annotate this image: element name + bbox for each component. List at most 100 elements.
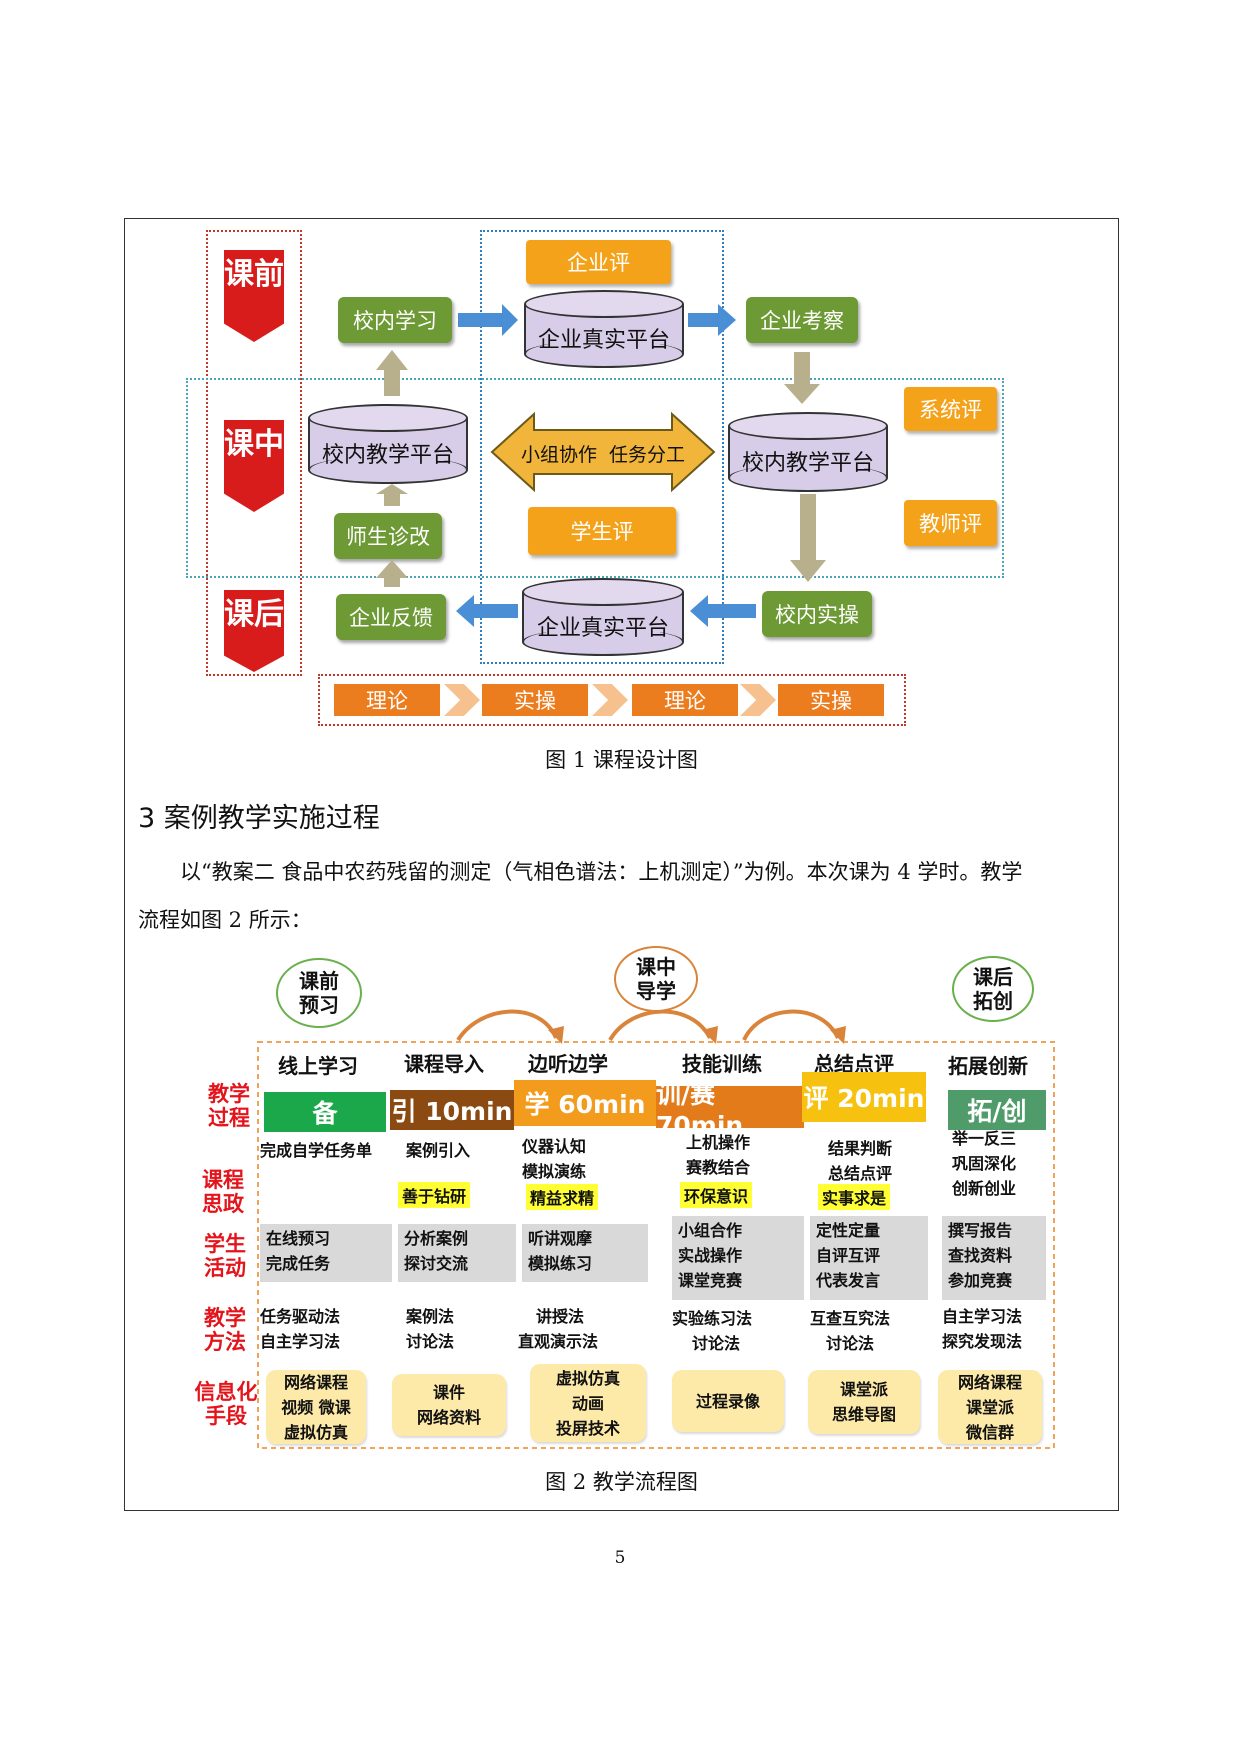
row-label-line: 学生 [204, 1232, 246, 1256]
method-text: 探究发现法 [942, 1332, 1023, 1351]
method-text: 讲授法 [536, 1307, 585, 1326]
circle-in-class: 课中导学 [614, 946, 698, 1012]
box-campus-practice: 校内实操 [762, 591, 872, 637]
arrow-right-2 [688, 304, 736, 336]
method-text: 自主学习法 [942, 1307, 1023, 1326]
phase-in-class: 课中 [224, 420, 284, 512]
politics-text: 举一反三 [952, 1129, 1017, 1148]
arrow-up-2 [376, 560, 408, 587]
info-text: 课堂派 [839, 1380, 888, 1399]
strip-theory-2: 理论 [632, 684, 738, 716]
info-text: 微信群 [965, 1422, 1014, 1442]
bar-review: 评 20min [802, 1072, 926, 1122]
activity-text: 听讲观摩 [528, 1229, 593, 1248]
info-text: 网络资料 [416, 1408, 481, 1427]
cylinder-label: 校内教学平台 [741, 451, 874, 476]
circle-post-class: 课后拓创 [952, 956, 1034, 1022]
phase-column-border [206, 230, 302, 676]
col-title: 线上学习 [278, 1054, 358, 1078]
politics-text: 赛教结合 [686, 1158, 751, 1177]
info-box: 虚拟仿真动画投屏技术 [530, 1364, 646, 1442]
row-label-politics: 课程思政 [198, 1168, 248, 1216]
col-title: 技能训练 [682, 1052, 762, 1076]
cylinder-enterprise-platform-top: 企业真实平台 [524, 290, 684, 368]
activity-box: 听讲观摩模拟练习 [522, 1224, 648, 1282]
activity-text: 课堂竞赛 [678, 1271, 743, 1290]
activity-text: 分析案例 [404, 1229, 469, 1248]
arrow-down-1 [784, 352, 820, 404]
method-text: 讨论法 [826, 1334, 875, 1353]
info-box: 课件网络资料 [392, 1374, 506, 1436]
figure1-caption: 图 1 课程设计图 [545, 748, 698, 772]
activity-text: 实战操作 [678, 1246, 743, 1265]
method-text: 案例法 [406, 1307, 455, 1326]
info-text: 视频 微课 [281, 1397, 351, 1417]
value-badge: 精益求精 [526, 1184, 599, 1210]
politics-text: 模拟演练 [522, 1162, 587, 1181]
activity-text: 撰写报告 [948, 1221, 1013, 1240]
eval-student: 学生评 [528, 507, 676, 555]
cylinder-label: 企业真实平台 [537, 328, 670, 353]
activity-box: 在线预习完成任务 [260, 1224, 392, 1282]
activity-text: 在线预习 [266, 1229, 331, 1248]
curve-arrowhead [702, 1026, 718, 1044]
value-badge: 善于钻研 [398, 1182, 471, 1208]
info-text: 虚拟仿真 [555, 1368, 620, 1388]
phase-post-class: 课后 [224, 590, 284, 672]
fig1-arrows [376, 304, 826, 627]
activity-box: 撰写报告查找资料参加竞赛 [942, 1216, 1046, 1300]
curve-arrowhead [830, 1026, 846, 1044]
arrow-up-1 [376, 350, 408, 396]
phase-pre-class: 课前 [224, 250, 284, 342]
info-box: 课堂派思维导图 [808, 1370, 920, 1434]
curve-arrow-3 [742, 1009, 840, 1041]
row-label-line: 课程 [202, 1168, 244, 1192]
politics-text: 仪器认知 [522, 1137, 587, 1156]
arrow-right-1 [458, 304, 518, 336]
cylinder-campus-platform-right: 校内教学平台 [728, 412, 888, 492]
box-campus-study: 校内学习 [338, 297, 452, 343]
activity-text: 完成任务 [266, 1254, 331, 1273]
activity-text: 定性定量 [816, 1221, 881, 1240]
page-number: 5 [614, 1548, 626, 1568]
cylinder-enterprise-platform-bottom: 企业真实平台 [522, 578, 684, 656]
arrow-left-2 [456, 595, 518, 627]
circle-line: 预习 [299, 993, 339, 1017]
activity-box: 定性定量自评互评代表发言 [810, 1216, 928, 1300]
cylinder-label: 校内教学平台 [321, 443, 454, 468]
row-label-process: 教学过程 [204, 1082, 254, 1130]
activity-text: 参加竞赛 [948, 1271, 1013, 1290]
politics-text: 结果判断 [828, 1139, 893, 1158]
activity-text: 代表发言 [816, 1271, 881, 1290]
row-label-student: 学生活动 [200, 1232, 250, 1280]
row-label-line: 手段 [205, 1404, 247, 1428]
bar-extend: 拓/创 [948, 1090, 1046, 1130]
method-text: 讨论法 [692, 1334, 741, 1353]
row-label-line: 方法 [204, 1330, 246, 1354]
activity-box: 分析案例探讨交流 [398, 1224, 516, 1282]
curve-arrowhead [548, 1026, 564, 1044]
content-frame [124, 218, 1119, 1511]
in-class-band-border [186, 378, 1004, 578]
section-heading: 3 案例教学实施过程 [138, 803, 380, 834]
politics-text: 巩固深化 [952, 1154, 1017, 1173]
method-text: 实验练习法 [672, 1309, 753, 1328]
strip-practice-2: 实操 [778, 684, 884, 716]
row-label-line: 教学 [204, 1306, 246, 1330]
row-label-line: 活动 [204, 1256, 246, 1280]
bar-prepare: 备 [264, 1092, 386, 1132]
box-enterprise-feedback: 企业反馈 [336, 594, 446, 640]
eval-enterprise: 企业评 [526, 240, 671, 284]
paragraph-line-1: 以“教案二 食品中农药残留的测定（气相色谱法：上机测定）”为例。本次课为 4 学… [180, 860, 1023, 884]
info-text: 网络课程 [283, 1372, 348, 1392]
activity-box: 小组合作实战操作课堂竞赛 [672, 1216, 804, 1300]
bar-learn: 学 60min [514, 1080, 656, 1126]
row-label-line: 信息化 [194, 1380, 258, 1404]
circle-line: 课后 [973, 965, 1013, 989]
politics-text: 完成自学任务单 [260, 1141, 373, 1160]
method-text: 互查互究法 [810, 1309, 891, 1328]
info-text: 动画 [571, 1393, 604, 1413]
activity-text: 自评互评 [816, 1246, 881, 1265]
arrow-left-1 [690, 595, 756, 627]
info-box: 网络课程课堂派微信群 [938, 1370, 1042, 1444]
